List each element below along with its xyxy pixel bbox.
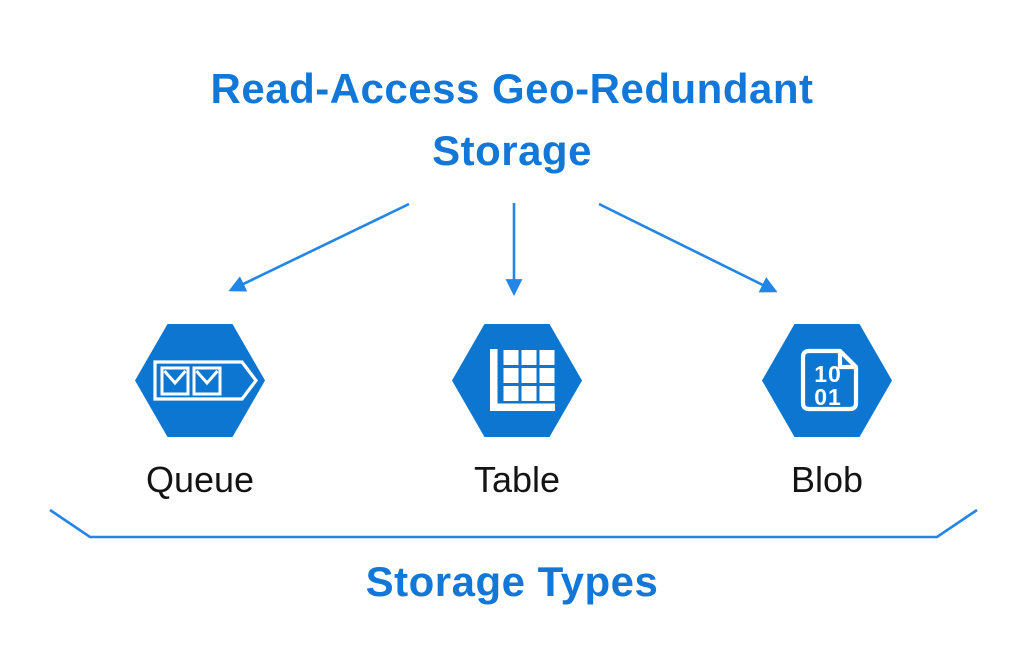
- hexagon-shape: [135, 324, 265, 437]
- storage-node-table: Table: [452, 324, 582, 501]
- table-axis-horizontal: [490, 403, 555, 411]
- arrow-to-queue: [228, 202, 410, 292]
- table-axis-vertical: [490, 349, 498, 411]
- diagram-title: Read-Access Geo-Redundant Storage: [0, 58, 1024, 182]
- diagram-title-line1: Read-Access Geo-Redundant: [210, 65, 814, 112]
- storage-node-label: Queue: [145, 459, 255, 500]
- envelope-icon: [160, 366, 190, 396]
- arrow-to-blob: [598, 202, 778, 293]
- queue-pennant-outline: [153, 360, 259, 401]
- blob-binary-document-icon: 10 01: [762, 324, 892, 437]
- storage-node-label: Table: [473, 459, 561, 500]
- envelope-icon: [192, 366, 222, 396]
- document-folded-corner: [837, 351, 856, 370]
- diagram-title-line2: Storage: [432, 127, 592, 174]
- table-grid-cells: [503, 350, 555, 401]
- envelope-flap: [195, 370, 219, 386]
- storage-node-blob: 10 01 Blob: [762, 324, 892, 501]
- storage-types-label: Storage Types: [365, 558, 659, 605]
- storage-node-queue: Queue: [135, 324, 265, 501]
- hexagon-shape: [762, 324, 892, 437]
- document-outline: [800, 348, 859, 412]
- envelope-flap: [163, 370, 187, 386]
- storage-node-label: Blob: [790, 459, 864, 500]
- storage-types-brace: [49, 508, 978, 539]
- blob-binary-text-line1: 10: [814, 361, 842, 387]
- table-grid-icon: [452, 324, 582, 437]
- blob-binary-text-line2: 01: [814, 384, 842, 410]
- queue-envelopes-icon: [135, 324, 265, 437]
